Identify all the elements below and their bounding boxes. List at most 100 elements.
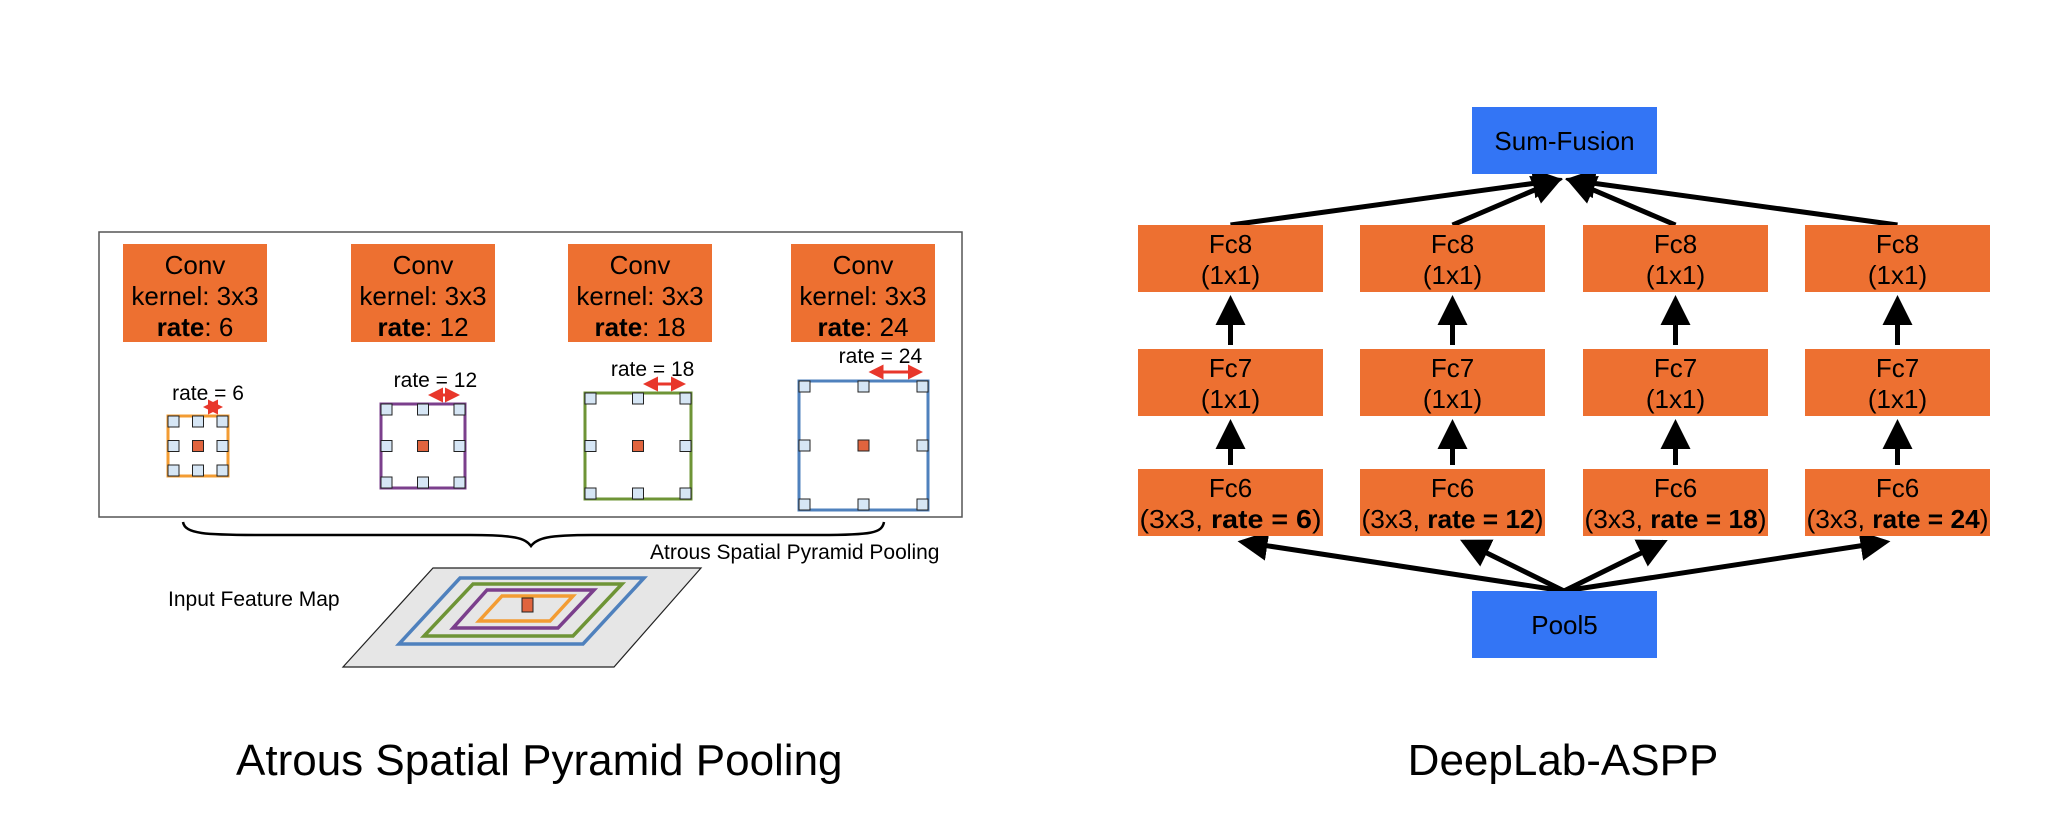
conv-kernel: kernel: 3x3 bbox=[131, 281, 258, 311]
input-feature-map-label: Input Feature Map bbox=[168, 588, 340, 611]
conv-kernel: kernel: 3x3 bbox=[359, 281, 486, 311]
fc6-label: Fc6 bbox=[1431, 473, 1474, 503]
sample-pixel bbox=[584, 440, 597, 452]
arrow-pool5-to-fc6 bbox=[1562, 539, 1668, 594]
fc7-block-bg bbox=[1360, 349, 1545, 416]
sample-pixel bbox=[453, 403, 466, 416]
conv-rate-key: rate bbox=[377, 312, 425, 342]
conv-block-bg bbox=[791, 244, 935, 342]
sample-pixel bbox=[857, 498, 870, 511]
fc8-block-bg bbox=[1805, 225, 1990, 292]
sample-pixel bbox=[679, 487, 692, 500]
sample-pixel bbox=[632, 392, 644, 405]
fc6-close: ) bbox=[1312, 504, 1322, 534]
sample-pixel bbox=[192, 415, 204, 428]
arrow-fc8-to-sum-fusion bbox=[1565, 168, 1898, 228]
fc6-label: Fc6 bbox=[1876, 473, 1919, 503]
fc7-block: Fc7(1x1) bbox=[1138, 349, 1323, 416]
fc6-params: (3x3, rate = 12) bbox=[1362, 504, 1544, 534]
fc6-rate: rate = 12 bbox=[1427, 504, 1534, 534]
fc6-label: Fc6 bbox=[1209, 473, 1252, 503]
fc8-block: Fc8(1x1) bbox=[1805, 225, 1990, 292]
sample-pixel bbox=[417, 476, 429, 489]
branch-1: Fc8(1x1)Fc7(1x1)Fc6(3x3, rate = 6) bbox=[1138, 225, 1323, 536]
arrow-pool5-to-fc6 bbox=[1237, 530, 1565, 594]
ring-rate-24 bbox=[394, 576, 649, 646]
fc6-block-bg bbox=[1360, 469, 1545, 536]
conv-rate-value: : 6 bbox=[204, 312, 233, 342]
branch-4: Fc8(1x1)Fc7(1x1)Fc6(3x3, rate = 24) bbox=[1805, 225, 1990, 536]
sample-pixel bbox=[417, 403, 429, 416]
rate-grid-2: rate = 12 bbox=[379, 369, 477, 490]
sample-pixel bbox=[216, 440, 229, 452]
pool5-label: Pool5 bbox=[1531, 610, 1598, 640]
fc6-kernel: (3x3, bbox=[1807, 504, 1873, 534]
fc8-block: Fc8(1x1) bbox=[1138, 225, 1323, 292]
sum-fusion-label: Sum-Fusion bbox=[1494, 126, 1634, 156]
sample-pixel bbox=[216, 464, 229, 477]
sample-pixel bbox=[167, 415, 180, 428]
brace-label: Atrous Spatial Pyramid Pooling bbox=[650, 541, 939, 564]
fc8-kernel: (1x1) bbox=[1201, 260, 1260, 290]
rate-grid-3: rate = 18 bbox=[583, 358, 694, 501]
fc8-label: Fc8 bbox=[1654, 229, 1697, 259]
sample-pixel bbox=[192, 464, 204, 477]
sample-pixel bbox=[453, 440, 466, 452]
fc8-block-bg bbox=[1138, 225, 1323, 292]
center-pixel bbox=[632, 440, 644, 452]
fc7-label: Fc7 bbox=[1654, 353, 1697, 383]
fc6-block-bg bbox=[1138, 469, 1323, 536]
conv-block-bg bbox=[568, 244, 712, 342]
fc7-kernel: (1x1) bbox=[1646, 384, 1705, 414]
fc6-close: ) bbox=[1758, 504, 1767, 534]
fc6-kernel: (3x3, bbox=[1585, 504, 1651, 534]
fc8-kernel: (1x1) bbox=[1868, 260, 1927, 290]
fc8-kernel: (1x1) bbox=[1423, 260, 1482, 290]
sample-pixel bbox=[916, 380, 929, 393]
fc6-block-bg bbox=[1805, 469, 1990, 536]
fc8-label: Fc8 bbox=[1876, 229, 1919, 259]
pool5-node: Pool5 bbox=[1472, 591, 1657, 658]
center-pixel bbox=[417, 440, 429, 452]
conv-rate: rate: 24 bbox=[817, 312, 908, 342]
fc8-kernel: (1x1) bbox=[1646, 260, 1705, 290]
sample-pixel bbox=[916, 498, 929, 511]
fc6-block: Fc6(3x3, rate = 24) bbox=[1805, 469, 1990, 536]
sample-pixel bbox=[798, 380, 811, 393]
fc7-block-bg bbox=[1583, 349, 1768, 416]
branch-3: Fc8(1x1)Fc7(1x1)Fc6(3x3, rate = 18) bbox=[1583, 225, 1768, 536]
rate-grid-4: rate = 24 bbox=[797, 345, 930, 512]
ring-rate-12 bbox=[449, 588, 599, 630]
conv-rate: rate: 6 bbox=[157, 312, 234, 342]
rate-label: rate = 6 bbox=[172, 382, 244, 405]
conv-rate-value: : 24 bbox=[865, 312, 908, 342]
fc8-block-bg bbox=[1583, 225, 1768, 292]
input-feature-map bbox=[341, 567, 703, 668]
sample-pixel bbox=[216, 415, 229, 428]
fc6-block: Fc6(3x3, rate = 18) bbox=[1583, 469, 1768, 536]
fc6-close: ) bbox=[1535, 504, 1544, 534]
fc6-close: ) bbox=[1980, 504, 1989, 534]
fc7-kernel: (1x1) bbox=[1201, 384, 1260, 414]
sample-pixel bbox=[916, 439, 929, 452]
rate-label: rate = 12 bbox=[394, 369, 477, 392]
fc6-rate: rate = 18 bbox=[1650, 504, 1757, 534]
conv-block-bg bbox=[351, 244, 495, 342]
fc7-label: Fc7 bbox=[1431, 353, 1474, 383]
fc6-block-bg bbox=[1583, 469, 1768, 536]
fc8-label: Fc8 bbox=[1431, 229, 1474, 259]
ring-rate-6 bbox=[475, 594, 577, 623]
fc7-kernel: (1x1) bbox=[1423, 384, 1482, 414]
rate-label: rate = 18 bbox=[611, 358, 694, 381]
fc6-params: (3x3, rate = 18) bbox=[1585, 504, 1767, 534]
center-pixel bbox=[857, 439, 870, 452]
arrow-fc8-to-sum-fusion bbox=[1230, 168, 1563, 228]
ring-rate-18 bbox=[419, 582, 627, 638]
conv-block-bg bbox=[123, 244, 267, 342]
sample-pixel bbox=[584, 392, 597, 405]
conv-title: Conv bbox=[833, 250, 894, 280]
